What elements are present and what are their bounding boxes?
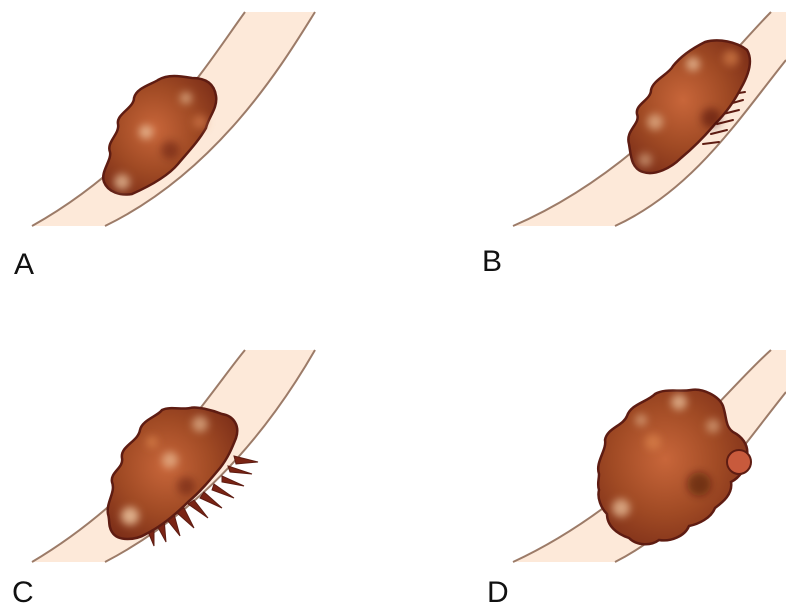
panel-c: C: [0, 302, 393, 604]
panel-d: D: [393, 302, 786, 604]
panel-b-drawing: [393, 0, 786, 302]
lesion: [108, 407, 258, 546]
panel-label: D: [487, 578, 509, 608]
panel-a: A: [0, 0, 393, 302]
lesion: [103, 76, 216, 195]
panel-d-drawing: [393, 302, 786, 604]
panel-a-drawing: [0, 0, 393, 302]
panel-label: C: [12, 578, 34, 608]
satellite-nodule: [727, 450, 751, 474]
panel-label: A: [14, 250, 34, 280]
panel-label: B: [482, 247, 502, 277]
panel-b: B: [393, 0, 786, 302]
panel-c-drawing: [0, 302, 393, 604]
